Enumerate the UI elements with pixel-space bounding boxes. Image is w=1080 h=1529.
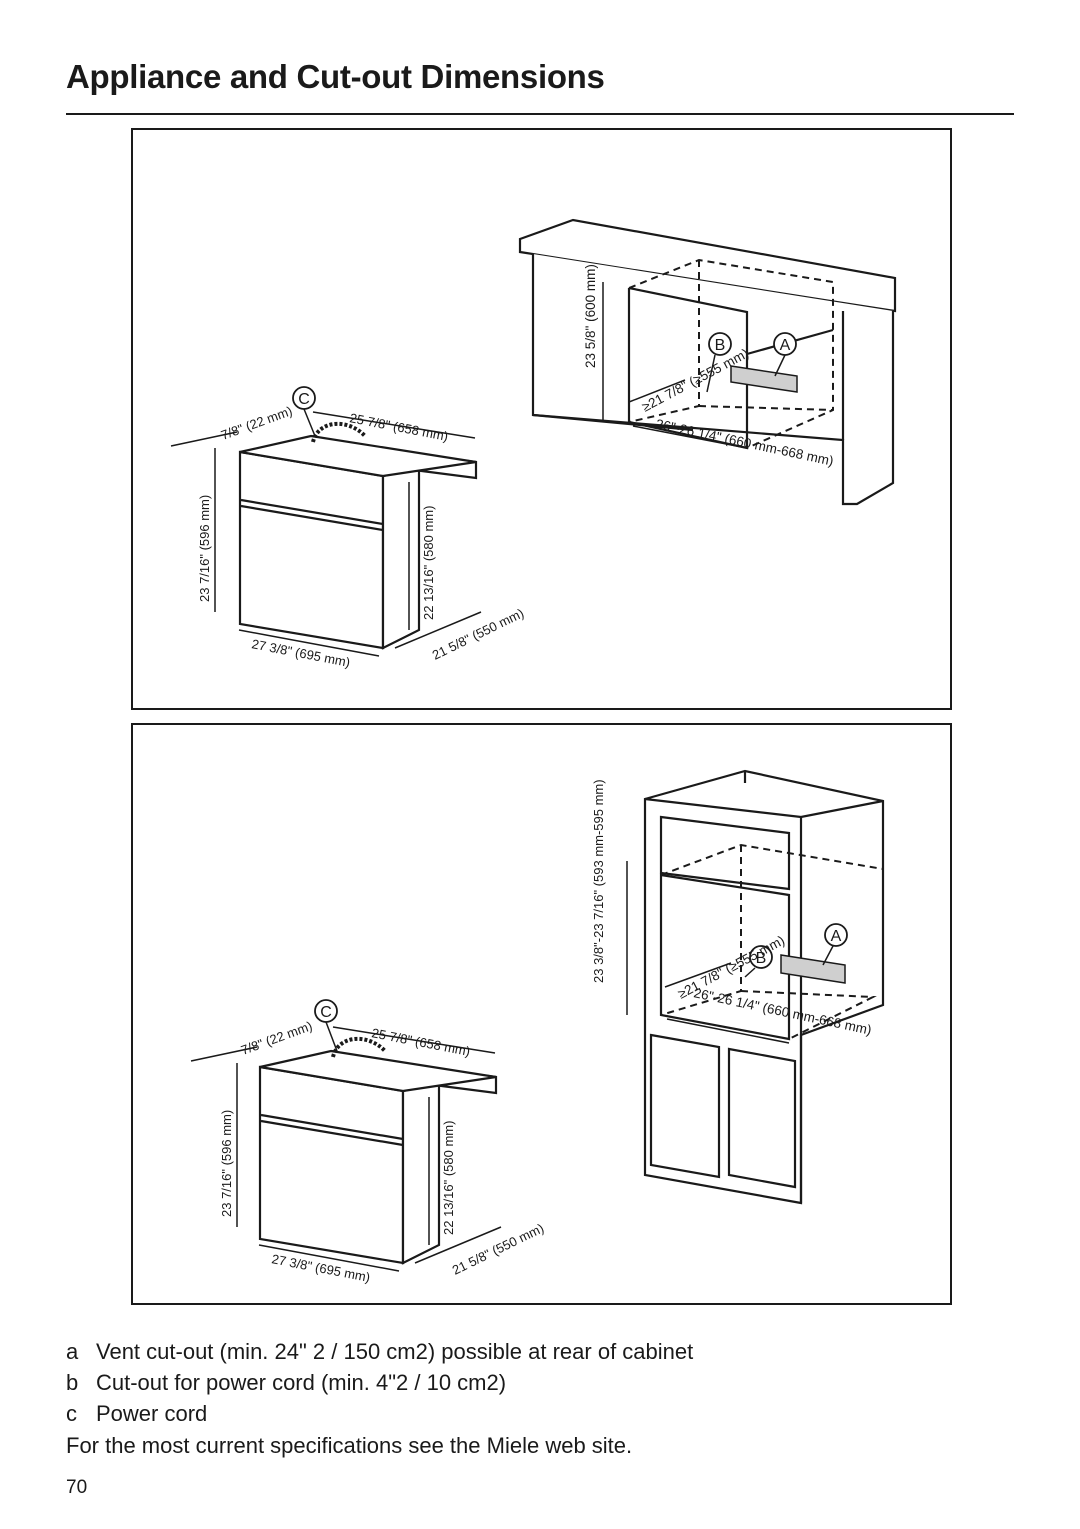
callout-c-marker: C <box>314 999 338 1052</box>
svg-text:C: C <box>298 391 310 408</box>
legend-text: Power cord <box>96 1401 208 1426</box>
legend-text: Cut-out for power cord (min. 4"2 / 10 cm… <box>96 1370 507 1395</box>
title-rule <box>66 113 1014 115</box>
dim-total-depth: 25 7/8" (658 mm) <box>348 410 449 444</box>
diagram-panel-tall-cabinet: B A 23 3/8"-23 7/16" (593 mm-595 mm) ≥21… <box>131 723 952 1305</box>
callout-a-marker: A <box>773 332 797 377</box>
svg-text:B: B <box>715 337 726 354</box>
dim-cutout-height: 23 3/8"-23 7/16" (593 mm-595 mm) <box>591 779 606 983</box>
dim-front-height: 23 7/16" (596 mm) <box>219 1110 234 1217</box>
dim-body-height: 22 13/16" (580 mm) <box>441 1121 456 1235</box>
svg-text:A: A <box>780 337 791 354</box>
dim-cutout-height: 23 5/8" (600 mm) <box>583 264 598 368</box>
dim-front-height: 23 7/16" (596 mm) <box>197 495 212 602</box>
callout-b-marker: B <box>744 945 773 978</box>
callout-c-marker: C <box>292 386 316 437</box>
page-title: Appliance and Cut-out Dimensions <box>66 58 605 95</box>
legend-key: c <box>66 1401 77 1426</box>
svg-text:C: C <box>320 1004 332 1021</box>
callout-b-marker: B <box>706 332 732 393</box>
dim-door-thickness: 7/8" (22 mm) <box>239 1018 314 1058</box>
page-number: 70 <box>66 1477 88 1498</box>
legend-item-c: c Power cord <box>66 1398 693 1429</box>
svg-text:A: A <box>831 928 842 945</box>
svg-text:B: B <box>756 950 767 967</box>
tall-cabinet-diagram: B A 23 3/8"-23 7/16" (593 mm-595 mm) ≥21… <box>190 769 885 1285</box>
dim-door-thickness: 7/8" (22 mm) <box>219 403 294 443</box>
diagram-panel-base-cabinet: B A 23 5/8" (600 mm) ≥21 7/8" (≥555 mm) … <box>131 128 952 710</box>
dim-body-height: 22 13/16" (580 mm) <box>421 506 436 620</box>
base-cabinet-diagram: B A 23 5/8" (600 mm) ≥21 7/8" (≥555 mm) … <box>170 218 897 670</box>
legend-item-b: b Cut-out for power cord (min. 4"2 / 10 … <box>66 1367 693 1398</box>
legend-text: Vent cut-out (min. 24" 2 / 150 cm2) poss… <box>96 1339 694 1364</box>
callout-a-marker: A <box>822 923 848 966</box>
legend: a Vent cut-out (min. 24" 2 / 150 cm2) po… <box>66 1336 693 1429</box>
legend-key: b <box>66 1370 79 1395</box>
legend-key: a <box>66 1339 79 1364</box>
legend-item-a: a Vent cut-out (min. 24" 2 / 150 cm2) po… <box>66 1336 693 1367</box>
dim-total-depth: 25 7/8" (658 mm) <box>370 1025 471 1059</box>
spec-note: For the most current specifications see … <box>66 1433 633 1458</box>
